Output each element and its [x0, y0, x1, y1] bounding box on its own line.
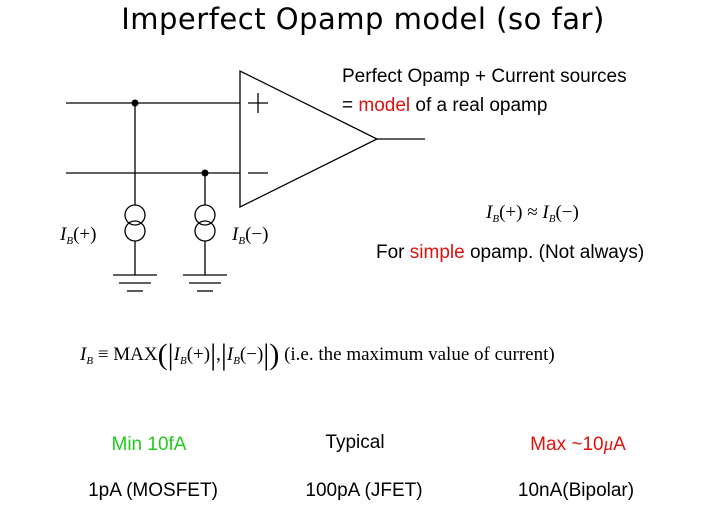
ib-symbol: I: [486, 202, 493, 223]
ib-symbol: I: [60, 224, 67, 245]
description-suffix: of a real opamp: [410, 95, 548, 116]
approx-sign: ≈: [527, 202, 538, 223]
header-max-text: Max ~10: [530, 434, 604, 455]
header-max-mu: μ: [603, 434, 614, 455]
value-mosfet: 1pA (MOSFET): [88, 480, 218, 501]
ib-symbol: I: [226, 344, 234, 365]
ib-symbol: I: [232, 224, 239, 245]
ib-sub: B: [238, 235, 246, 247]
page-title: Imperfect Opamp model (so far): [121, 2, 605, 36]
right-source-circle-bottom: [194, 220, 216, 242]
ib-symbol: I: [80, 344, 87, 365]
junction-dot-plus: [131, 99, 139, 107]
abs-bar: |: [220, 338, 227, 371]
opamp-triangle: [239, 69, 379, 209]
max-note: (i.e. the maximum value of current): [284, 344, 555, 365]
approx-equation: IB(+) ≈ IB(−): [486, 202, 579, 225]
value-jfet: 100pA (JFET): [305, 480, 423, 501]
ib-sub: B: [548, 213, 556, 225]
junction-dot-minus: [201, 169, 209, 177]
note-suffix: opamp. (Not always): [464, 242, 645, 263]
ib-sub: B: [233, 355, 240, 367]
description-prefix: =: [342, 95, 359, 116]
max-open-paren: (: [157, 338, 168, 371]
equiv-sign: ≡: [97, 344, 109, 365]
ib-sub: B: [66, 235, 74, 247]
ib-minus-arg: (−): [239, 344, 264, 365]
max-equation: IB ≡ MAX(|IB(+)|,|IB(−)|) (i.e. the maxi…: [80, 338, 555, 372]
header-max: Max ~10μA: [478, 434, 678, 456]
ib-minus-arg: (−): [245, 224, 269, 245]
ib-plus-arg: (+): [499, 202, 523, 223]
simple-opamp-note: For simple opamp. (Not always): [376, 242, 644, 264]
note-prefix: For: [376, 242, 410, 263]
ib-sub: B: [86, 355, 94, 367]
ib-symbol: I: [173, 344, 180, 365]
header-max-unit: A: [613, 434, 626, 455]
value-bipolar: 10nA(Bipolar): [517, 480, 635, 501]
ib-symbol: I: [542, 202, 549, 223]
comma: ,: [216, 344, 221, 365]
header-typical: Typical: [255, 432, 455, 454]
right-source-circle-top: [194, 204, 216, 226]
header-min: Min 10fA: [49, 434, 249, 456]
left-source-circle-top: [124, 204, 146, 226]
ib-sub: B: [179, 355, 187, 367]
description-highlight: model: [358, 95, 411, 116]
description-line-2: = model of a real opamp: [342, 95, 547, 117]
ib-plus-arg: (+): [186, 344, 211, 365]
abs-bar: |: [167, 338, 174, 371]
header-min-text: Min 10fA: [111, 434, 187, 455]
ib-plus-arg: (+): [73, 224, 97, 245]
ib-sub: B: [492, 213, 500, 225]
ib-minus-label: IB(−): [232, 224, 268, 247]
max-label: MAX: [113, 344, 158, 365]
description-line-1: Perfect Opamp + Current sources: [342, 66, 627, 87]
header-typical-text: Typical: [325, 432, 385, 453]
note-highlight: simple: [409, 242, 465, 263]
ib-plus-label: IB(+): [60, 224, 96, 247]
abs-bar: |: [263, 338, 270, 371]
left-source-circle-bottom: [124, 220, 146, 242]
ib-minus-arg: (−): [555, 202, 579, 223]
max-close-paren: ): [269, 338, 280, 371]
abs-bar: |: [210, 338, 217, 371]
